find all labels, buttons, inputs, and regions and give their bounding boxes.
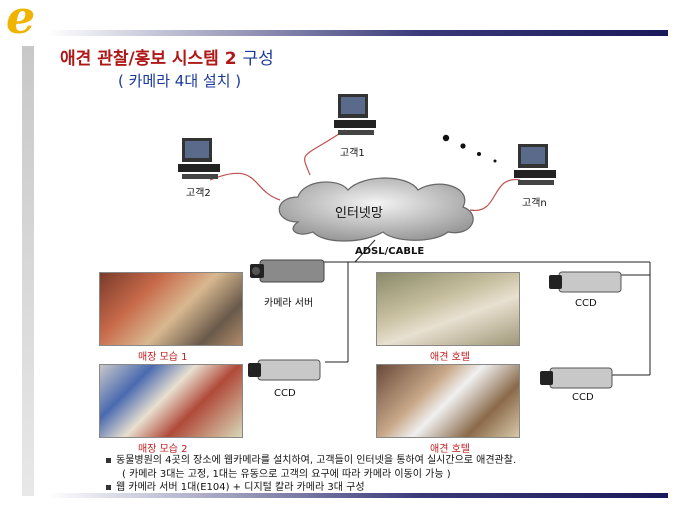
hotel2-caption: 애견 호텔 — [430, 444, 470, 455]
camera-icon — [250, 259, 325, 283]
top-rule — [48, 30, 668, 36]
note-item: 동물병원의 4곳의 장소에 웹카메라를 설치하여, 고객들이 인터넷을 통하여 … — [106, 454, 516, 468]
customer2-label: 고객2 — [186, 188, 211, 199]
note-item: ( 카메라 3대는 고정, 1대는 유동으로 고객의 요구에 따라 카메라 이동… — [122, 468, 451, 480]
camera-server-label: 카메라 서버 — [264, 298, 314, 309]
ccd4-label: CCD — [572, 392, 594, 403]
hotel1-caption: 애견 호텔 — [430, 352, 470, 363]
customern-label: 고객n — [522, 198, 547, 209]
link-customer1 — [304, 129, 346, 176]
page-title-main: 애견 관찰/홍보 시스템 2 — [60, 49, 237, 69]
note-item: 웹 카메라 서버 1대(E104) + 디지털 칼라 카메라 3대 구성 — [106, 481, 516, 495]
link-customer2 — [209, 172, 281, 201]
ccd3-label: CCD — [575, 298, 597, 309]
left-bar-decoration — [22, 46, 34, 496]
store1-caption: 매장 모습 1 — [138, 352, 188, 363]
hotel1-photo — [376, 272, 520, 346]
page-title-suffix: 구성 — [242, 49, 274, 69]
computer-icon — [178, 138, 220, 179]
camera-icon — [549, 271, 622, 293]
store2-caption: 매장 모습 2 — [138, 444, 188, 455]
cloud-label: 인터넷망 — [335, 206, 383, 221]
computer-icon — [514, 144, 556, 185]
computer-icon — [334, 94, 376, 135]
logo-e-icon: e — [6, 0, 36, 44]
page-subtitle: ( 카메라 4대 설치 ) — [118, 72, 242, 90]
link-customern — [469, 179, 521, 211]
hotel2-photo — [376, 364, 520, 438]
store1-photo — [99, 272, 243, 346]
link-label: ADSL/CABLE — [355, 246, 425, 257]
ccd2-label: CCD — [274, 388, 296, 399]
cloud-icon — [278, 177, 474, 242]
camera-icon — [248, 359, 321, 381]
bottom-rule — [48, 493, 668, 498]
notes: 동물병원의 4곳의 장소에 웹카메라를 설치하여, 고객들이 인터넷을 통하여 … — [106, 454, 516, 495]
page-title: 애견 관찰/홍보 시스템 2 구성 — [60, 44, 274, 69]
line-cloud-down — [354, 239, 376, 263]
store2-photo — [99, 364, 243, 438]
customer1-label: 고객1 — [340, 148, 365, 159]
camera-icon — [540, 367, 613, 389]
